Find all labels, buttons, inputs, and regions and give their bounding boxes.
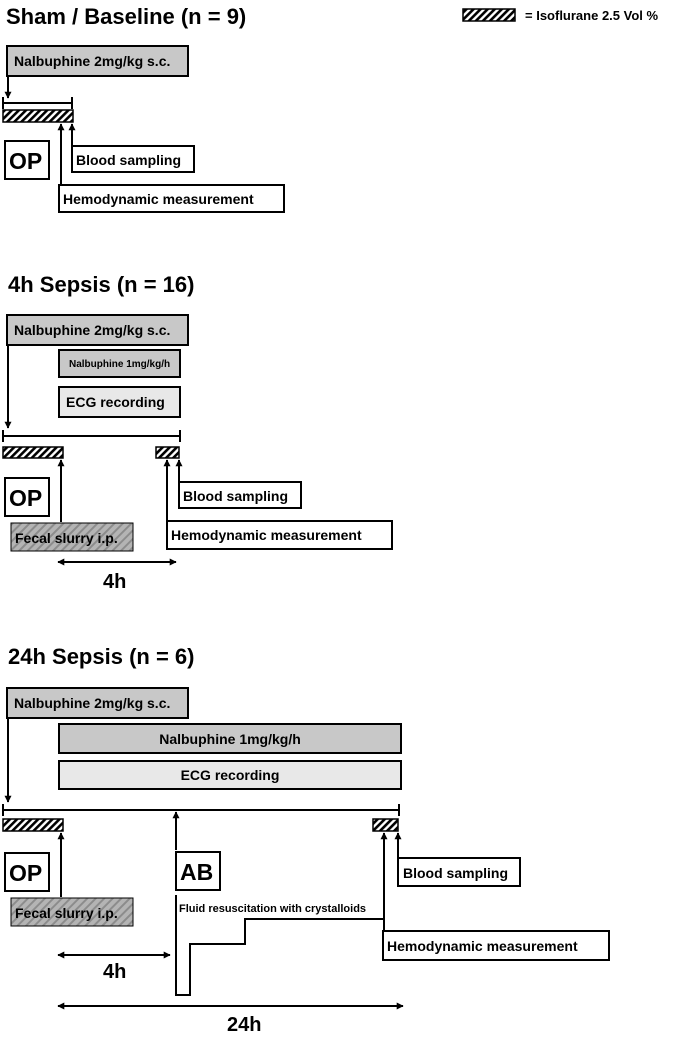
duration-4h-label: 4h [103,961,126,983]
fluid-resuscitation-profile [175,895,384,996]
ecg-recording-box [58,386,181,418]
op-label: OP [9,485,42,511]
blood-sampling-label: Blood sampling [403,865,508,881]
ecg-recording-box [58,760,402,790]
panel-4h-sepsis: 4h Sepsis (n = 16) Nalbuphine 2mg/kg s.c… [2,272,393,593]
isoflurane-bar-start [2,818,64,832]
op-box [4,852,50,892]
nalbuphine-bolus-label: Nalbuphine 2mg/kg s.c. [14,53,170,69]
nalbuphine-bolus-box [6,314,189,346]
fluid-resuscitation-label: Fluid resuscitation with crystalloids [179,903,366,915]
op-label: OP [9,148,42,174]
blood-sampling-box [71,145,195,173]
op-box [4,477,50,517]
isoflurane-bar [2,109,74,123]
nalbuphine-bolus-box [6,687,189,719]
nalbuphine-bolus-label: Nalbuphine 2mg/kg s.c. [14,695,170,711]
fecal-slurry-label: Fecal slurry i.p. [15,905,118,921]
blood-sampling-box [397,857,521,887]
isoflurane-legend-swatch [462,8,516,22]
ecg-recording-label: ECG recording [181,767,280,783]
blood-sampling-label: Blood sampling [76,152,181,168]
hemodynamic-box [382,930,610,961]
hemodynamic-box [166,520,393,550]
op-label: OP [9,860,42,886]
fecal-slurry-box [10,522,134,552]
fecal-slurry-label: Fecal slurry i.p. [15,530,118,546]
panel-24h-sepsis: 24h Sepsis (n = 6) Nalbuphine 2mg/kg s.c… [2,644,610,1036]
duration-24h-label: 24h [227,1014,261,1036]
nalbuphine-infusion-box [58,349,181,378]
nalbuphine-infusion-label: Nalbuphine 1mg/kg/h [159,731,301,747]
hemodynamic-label: Hemodynamic measurement [63,191,254,207]
hemodynamic-label: Hemodynamic measurement [171,527,362,543]
hemodynamic-box [58,184,285,213]
blood-sampling-label: Blood sampling [183,488,288,504]
isoflurane-bar-start [2,446,64,459]
legend-label: = Isoflurane 2.5 Vol % [525,8,658,23]
ab-label: AB [180,859,213,885]
panel-title-4h-sepsis: 4h Sepsis (n = 16) [8,272,194,297]
isoflurane-bar-end [155,446,180,459]
ecg-recording-label: ECG recording [66,394,165,410]
panel-title-24h-sepsis: 24h Sepsis (n = 6) [8,644,194,669]
panel-sham-baseline: Sham / Baseline (n = 9) Nalbuphine 2mg/k… [2,4,285,213]
nalbuphine-infusion-box [58,723,402,754]
ab-box [175,851,221,891]
panel-title-sham: Sham / Baseline (n = 9) [6,4,246,29]
nalbuphine-bolus-box [6,45,189,77]
fecal-slurry-box [10,897,134,927]
duration-label: 4h [103,571,126,593]
blood-sampling-box [178,481,302,509]
op-box [4,140,50,180]
legend: = Isoflurane 2.5 Vol % [462,8,658,23]
hemodynamic-label: Hemodynamic measurement [387,938,578,954]
nalbuphine-bolus-label: Nalbuphine 2mg/kg s.c. [14,322,170,338]
isoflurane-bar-end [372,818,399,832]
nalbuphine-infusion-label: Nalbuphine 1mg/kg/h [69,359,170,370]
